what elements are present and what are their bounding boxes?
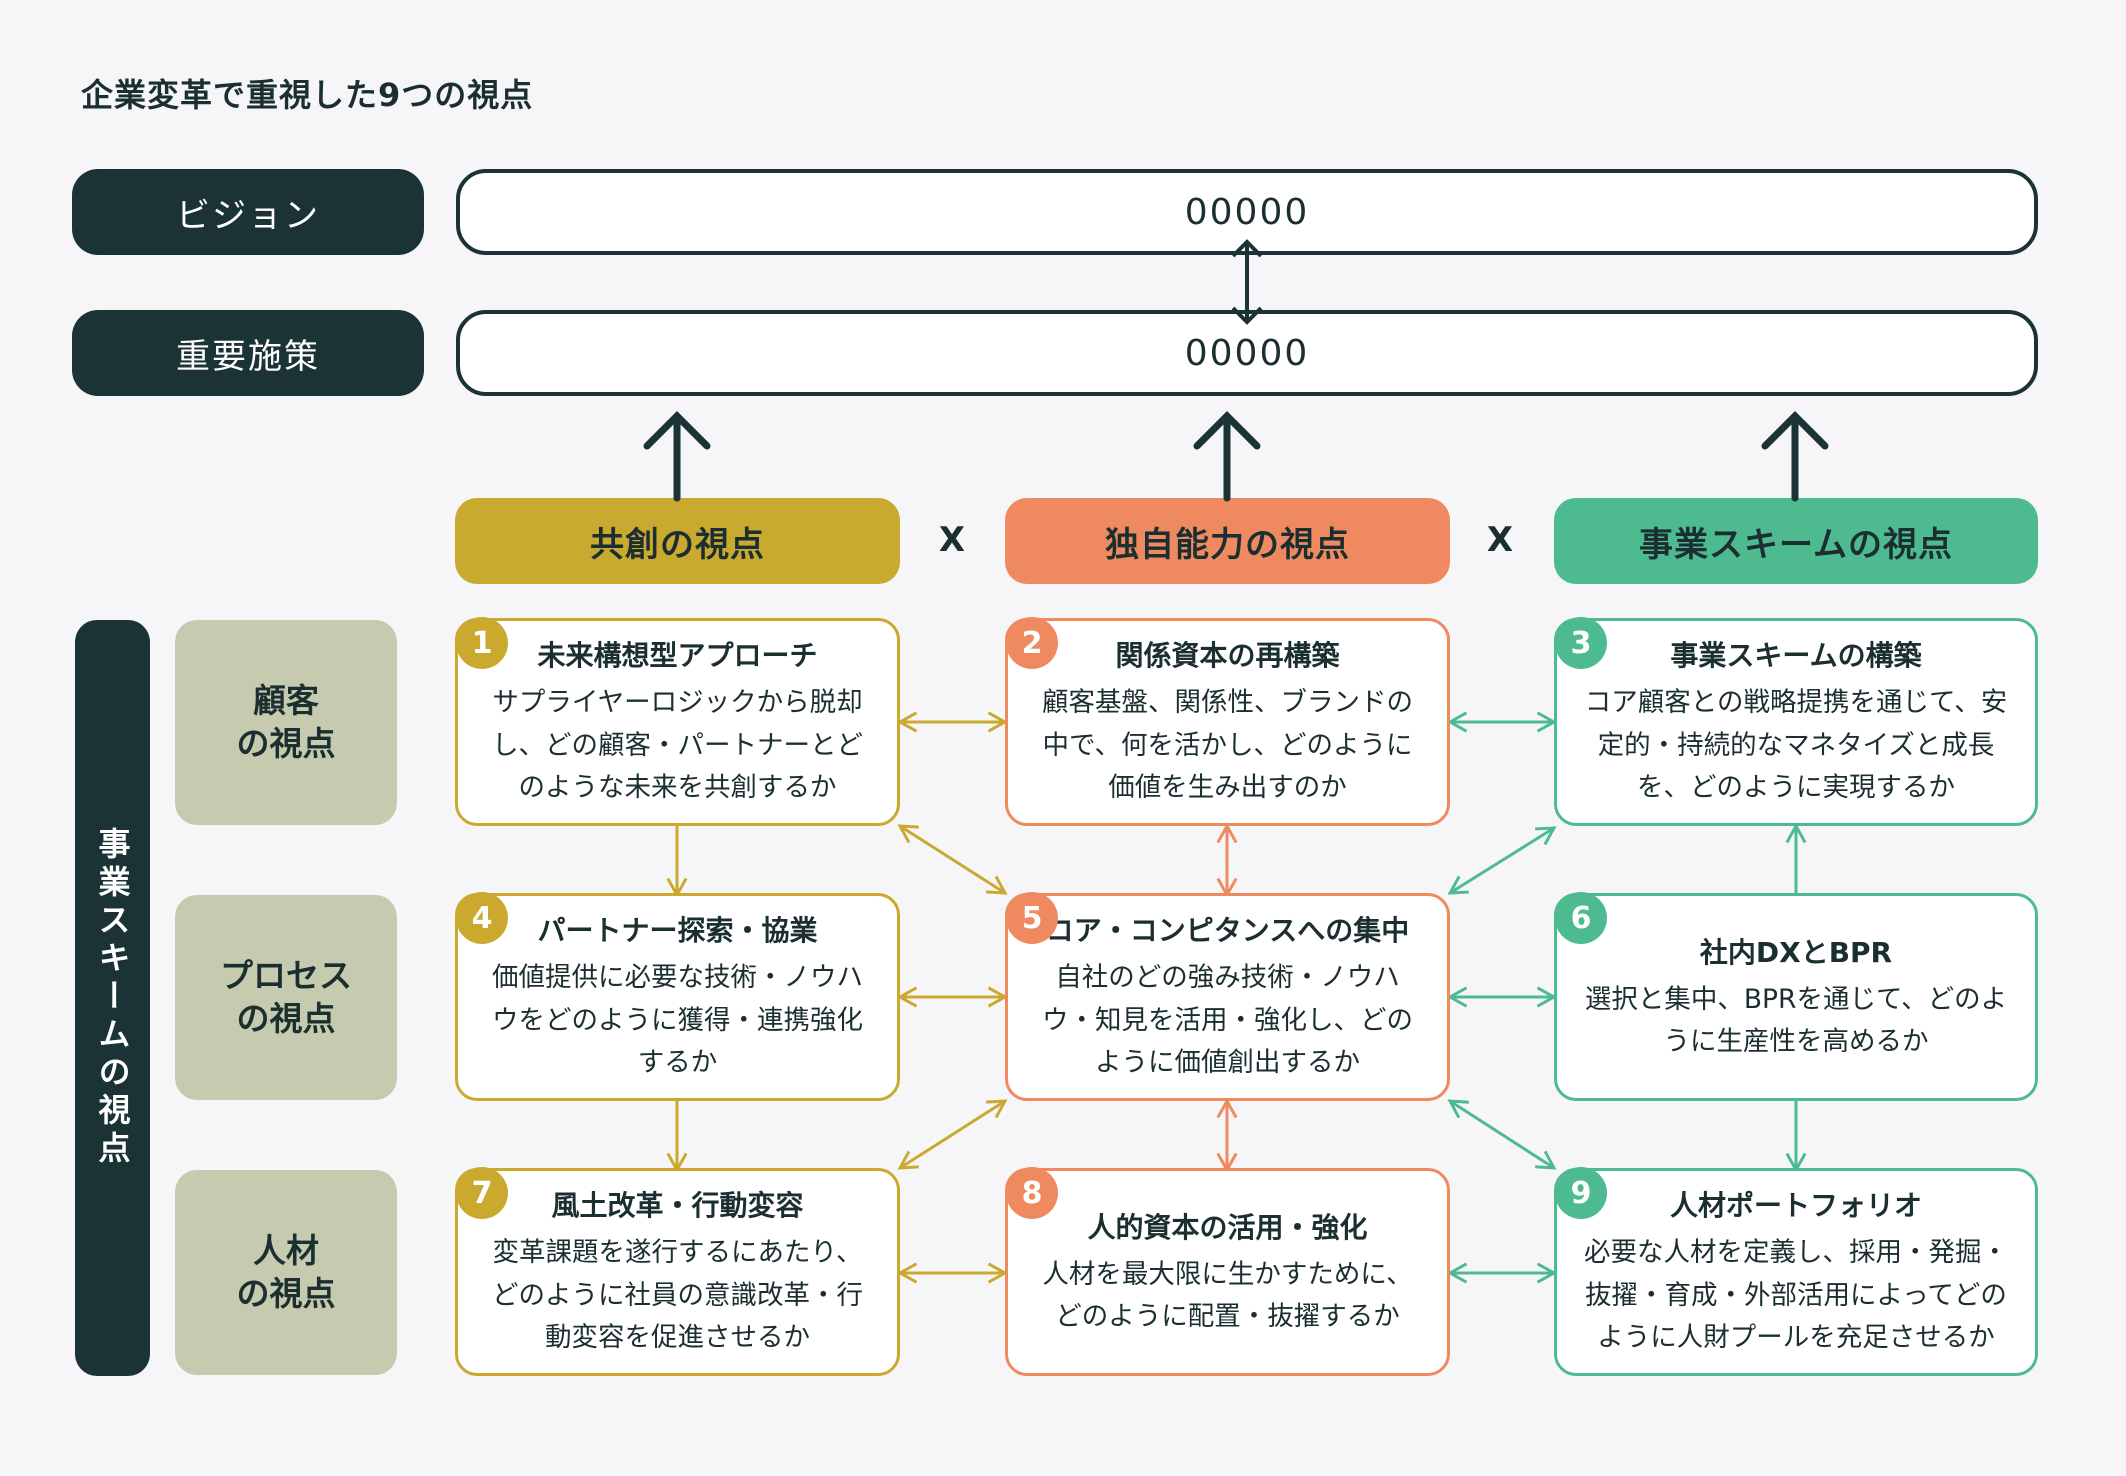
perspective-card-1: 未来構想型アプローチ サプライヤーロジックから脱却し、どの顧客・パートナーとどの… xyxy=(455,618,900,826)
card-title: 未来構想型アプローチ xyxy=(537,639,818,673)
strategy-label: 重要施策 xyxy=(72,310,424,396)
multiply-mark: X xyxy=(938,520,966,560)
side-label-business-scheme: 事業スキームの視点 xyxy=(75,620,150,1376)
card-description: 選択と集中、BPRを通じて、どのように生産性を高めるか xyxy=(1584,983,2008,1057)
row-label-customer: 顧客 の視点 xyxy=(175,620,397,825)
column-header-unique-capability: 独自能力の視点 xyxy=(1005,498,1450,584)
row-label-line1: プロセス xyxy=(220,955,352,995)
card-description: 人材を最大限に生かすために、どのように配置・抜擢するか xyxy=(1042,1258,1413,1332)
card-description: 必要な人材を定義し、採用・発掘・抜擢・育成・外部活用によってどのように人財プール… xyxy=(1584,1237,2008,1354)
card-description: 自社のどの強み技術・ノウハウ・知見を活用・強化し、どのように価値創出するか xyxy=(1042,962,1413,1079)
card-title: パートナー探索・協業 xyxy=(537,914,818,948)
number-badge-6: 6 xyxy=(1555,892,1607,944)
multiply-mark: X xyxy=(1486,520,1514,560)
side-label-text: 事業スキームの視点 xyxy=(93,827,132,1169)
perspective-card-7: 風土改革・行動変容 変革課題を遂行するにあたり、どのように社員の意識改革・行動変… xyxy=(455,1168,900,1376)
perspective-card-9: 人材ポートフォリオ 必要な人材を定義し、採用・発掘・抜擢・育成・外部活用によって… xyxy=(1554,1168,2038,1376)
card-title: 社内DXとBPR xyxy=(1699,935,1893,969)
perspective-card-8: 人的資本の活用・強化 人材を最大限に生かすために、どのように配置・抜擢するか xyxy=(1005,1168,1450,1376)
number-badge-5: 5 xyxy=(1006,892,1058,944)
number-badge-8: 8 xyxy=(1006,1167,1058,1219)
card-title: 関係資本の再構築 xyxy=(1115,639,1340,673)
vision-value: 00000 xyxy=(1184,191,1310,233)
row-label-process: プロセス の視点 xyxy=(175,895,397,1100)
row-label-line2: の視点 xyxy=(236,998,336,1038)
row-label-talent: 人材 の視点 xyxy=(175,1170,397,1375)
column-header-business-scheme: 事業スキームの視点 xyxy=(1554,498,2038,584)
card-title: 人的資本の活用・強化 xyxy=(1087,1210,1368,1244)
card-title: コア・コンピタンスへの集中 xyxy=(1045,914,1410,948)
number-badge-9: 9 xyxy=(1555,1167,1607,1219)
perspective-card-5: コア・コンピタンスへの集中 自社のどの強み技術・ノウハウ・知見を活用・強化し、ど… xyxy=(1005,893,1450,1101)
column-up-arrows xyxy=(643,411,1829,502)
card-description: 顧客基盤、関係性、ブランドの中で、何を活かし、どのように価値を生み出すのか xyxy=(1042,687,1413,804)
row-label-line2: の視点 xyxy=(236,1273,336,1313)
number-badge-7: 7 xyxy=(456,1167,508,1219)
row-label-line2: の視点 xyxy=(236,723,336,763)
number-badge-1: 1 xyxy=(456,617,508,669)
card-title: 風土改革・行動変容 xyxy=(551,1189,804,1223)
row-label-line1: 人材 xyxy=(253,1230,319,1270)
green-connectors xyxy=(1446,711,1807,1284)
card-title: 事業スキームの構築 xyxy=(1670,639,1922,673)
page-title: 企業変革で重視した9つの視点 xyxy=(81,76,534,114)
vision-strategy-arrow xyxy=(1231,239,1263,325)
number-badge-3: 3 xyxy=(1555,617,1607,669)
column-header-cocreation: 共創の視点 xyxy=(455,498,900,584)
perspective-card-4: パートナー探索・協業 価値提供に必要な技術・ノウハウをどのように獲得・連携強化す… xyxy=(455,893,900,1101)
gold-connectors xyxy=(666,711,1009,1284)
perspective-card-6: 社内DXとBPR 選択と集中、BPRを通じて、どのように生産性を高めるか xyxy=(1554,893,2038,1101)
card-title: 人材ポートフォリオ xyxy=(1669,1189,1922,1223)
perspective-card-2: 関係資本の再構築 顧客基盤、関係性、ブランドの中で、何を活かし、どのように価値を… xyxy=(1005,618,1450,826)
vision-label: ビジョン xyxy=(72,169,424,255)
card-description: 変革課題を遂行するにあたり、どのように社員の意識改革・行動変容を促進させるか xyxy=(492,1237,863,1354)
row-label-line1: 顧客 xyxy=(253,680,319,720)
perspective-card-3: 事業スキームの構築 コア顧客との戦略提携を通じて、安定的・持続的なマネタイズと成… xyxy=(1554,618,2038,826)
number-badge-2: 2 xyxy=(1006,617,1058,669)
number-badge-4: 4 xyxy=(456,892,508,944)
card-description: コア顧客との戦略提携を通じて、安定的・持続的なマネタイズと成長を、どのように実現… xyxy=(1584,687,2008,804)
strategy-value: 00000 xyxy=(1184,332,1310,374)
card-description: 価値提供に必要な技術・ノウハウをどのように獲得・連携強化するか xyxy=(492,962,863,1079)
card-description: サプライヤーロジックから脱却し、どの顧客・パートナーとどのような未来を共創するか xyxy=(492,687,863,804)
